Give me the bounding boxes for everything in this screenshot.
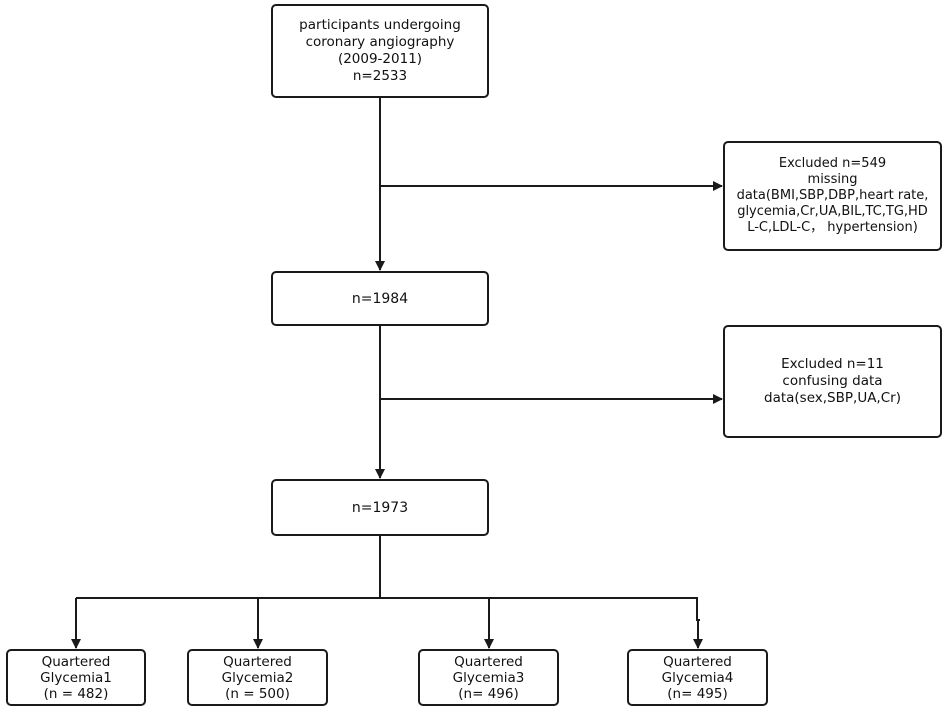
box-text-line: coronary angiography [305,34,455,50]
box-text-line: Excluded n=11 [781,356,884,372]
box-text-line: (n = 500) [225,685,290,702]
box-text-line: Glycemia4 [661,669,734,686]
box-text-line: (n = 482) [43,685,109,702]
box-text-line: Glycemia2 [221,669,294,686]
box-text-line: confusing data [782,373,883,389]
box-n1984: n=1984 [271,271,489,326]
box-quartile-2: Quartered Glycemia2 (n = 500) [187,649,328,706]
box-text-line: (n= 496) [458,685,519,702]
box-text-line: Glycemia1 [40,669,112,686]
box-quartile-4: Quartered Glycemia4 (n= 495) [627,649,768,706]
connector-distribution-bar [76,597,700,621]
box-text-line: L-C,LDL-C， hypertension) [747,220,918,235]
box-exclusion-confusing-data: Excluded n=11 confusing data data(sex,SB… [723,325,942,438]
box-text-line: Quartered [223,653,292,670]
box-text-line: Excluded n=549 [778,156,887,171]
box-text-line: (2009-2011) [337,51,423,67]
box-text-line: participants undergoing [299,17,461,33]
box-text-line: n=1973 [351,499,409,516]
box-exclusion-missing-data: Excluded n=549 missing data(BMI,SBP,DBP,… [723,141,942,251]
box-text-line: Glycemia3 [452,669,525,686]
box-participants: participants undergoing coronary angiogr… [271,4,489,98]
box-text-line: n=2533 [352,68,408,84]
box-quartile-1: Quartered Glycemia1 (n = 482) [6,649,146,706]
box-text-line: Quartered [663,653,732,670]
box-text-line: missing [807,172,858,187]
box-text-line: data(sex,SBP,UA,Cr) [764,390,901,406]
box-text-line: n=1984 [351,290,409,307]
box-text-line: (n= 495) [667,685,728,702]
box-text-line: Quartered [454,653,523,670]
box-quartile-3: Quartered Glycemia3 (n= 496) [418,649,559,706]
box-n1973: n=1973 [271,479,489,536]
box-text-line: data(BMI,SBP,DBP,heart rate, [736,188,929,203]
box-text-line: glycemia,Cr,UA,BIL,TC,TG,HD [737,204,928,219]
box-text-line: Quartered [41,653,111,670]
